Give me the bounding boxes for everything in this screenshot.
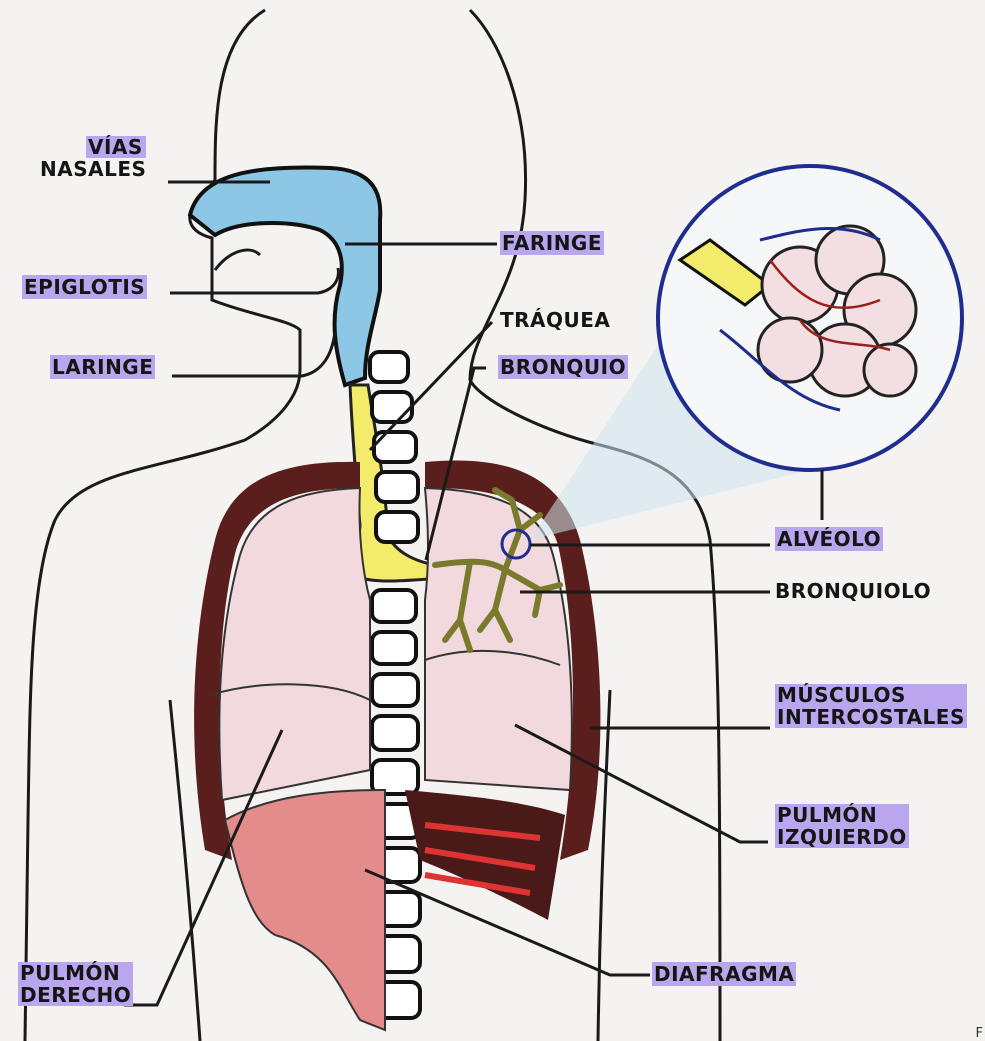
corner-text: F bbox=[976, 1026, 983, 1041]
label-alveolo: ALVÉOLO bbox=[775, 528, 883, 550]
label-bronquiolo: BRONQUIOLO bbox=[775, 580, 931, 602]
label-alveolo-text: ALVÉOLO bbox=[775, 527, 883, 551]
label-diafragma-text: DIAFRAGMA bbox=[652, 962, 796, 986]
label-pulmon-izq-line1: PULMÓN bbox=[775, 804, 909, 826]
label-faringe-text: FARINGE bbox=[500, 231, 604, 255]
diaphragm-left bbox=[405, 790, 565, 920]
label-vias-nasales-line2: NASALES bbox=[40, 158, 146, 180]
label-traquea: TRÁQUEA bbox=[500, 309, 610, 331]
label-pulmon-der-line1: PULMÓN bbox=[18, 962, 133, 984]
label-bronquiolo-text: BRONQUIOLO bbox=[775, 579, 931, 603]
label-pulmon-izq-line2: IZQUIERDO bbox=[775, 826, 909, 848]
label-vias-nasales: VÍAS NASALES bbox=[40, 136, 146, 180]
label-pulmon-izquierdo: PULMÓN IZQUIERDO bbox=[775, 804, 909, 848]
label-traquea-text: TRÁQUEA bbox=[500, 308, 610, 332]
label-pulmon-der-line2: DERECHO bbox=[18, 984, 133, 1006]
label-musculos-intercostales: MÚSCULOS INTERCOSTALES bbox=[775, 684, 967, 728]
label-diafragma: DIAFRAGMA bbox=[652, 963, 796, 985]
label-epiglotis: EPIGLOTIS bbox=[22, 276, 147, 298]
label-faringe: FARINGE bbox=[500, 232, 604, 254]
label-bronquio: BRONQUIO bbox=[498, 356, 628, 378]
label-laringe-text: LARINGE bbox=[50, 355, 155, 379]
label-epiglotis-text: EPIGLOTIS bbox=[22, 275, 147, 299]
label-musculos-line2: INTERCOSTALES bbox=[775, 706, 967, 728]
label-laringe: LARINGE bbox=[50, 356, 155, 378]
label-musculos-line1: MÚSCULOS bbox=[775, 684, 967, 706]
diaphragm-right bbox=[225, 790, 385, 1030]
label-vias-nasales-line1: VÍAS bbox=[86, 136, 146, 158]
label-pulmon-derecho: PULMÓN DERECHO bbox=[18, 962, 133, 1006]
nasal-cavity bbox=[190, 168, 380, 385]
ear-shape bbox=[215, 250, 260, 270]
label-bronquio-text: BRONQUIO bbox=[498, 355, 628, 379]
